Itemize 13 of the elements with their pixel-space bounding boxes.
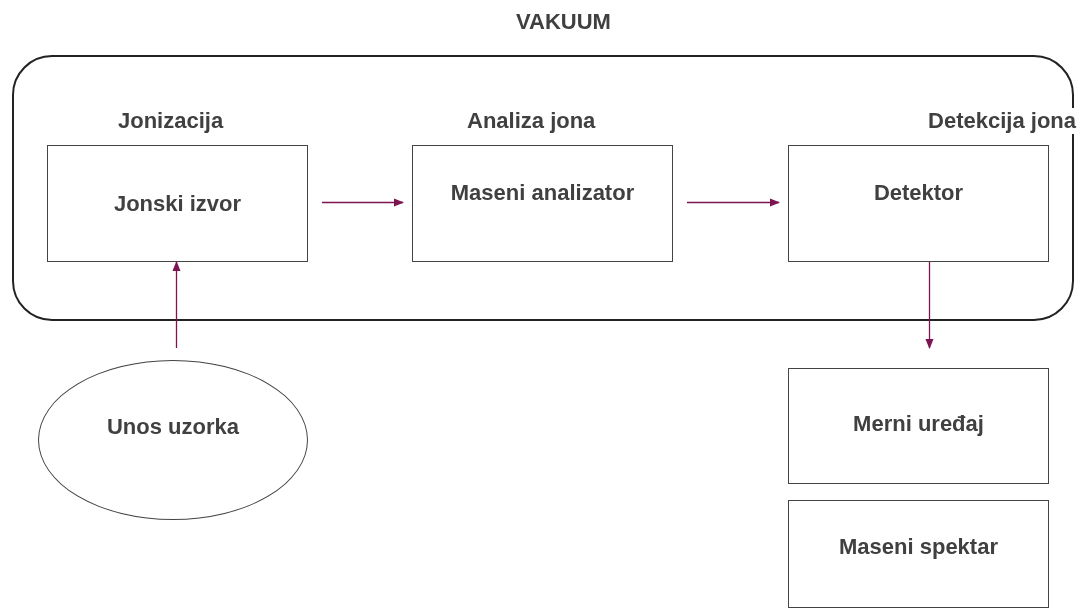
node-label: Merni uređaj (853, 411, 984, 437)
node-label: Unos uzorka (107, 414, 239, 440)
node-label: Detektor (873, 179, 964, 206)
process-box (788, 368, 1049, 484)
stage-heading: Detekcija jona (926, 108, 1078, 134)
node-label: Maseni spektar (839, 534, 998, 560)
arrow (172, 260, 181, 349)
arrow (925, 261, 934, 350)
node-label: Maseni analizator (450, 179, 635, 206)
arrow (686, 198, 781, 207)
arrow (321, 198, 405, 207)
process-box (788, 500, 1049, 608)
node-label: Jonski izvor (113, 190, 242, 217)
